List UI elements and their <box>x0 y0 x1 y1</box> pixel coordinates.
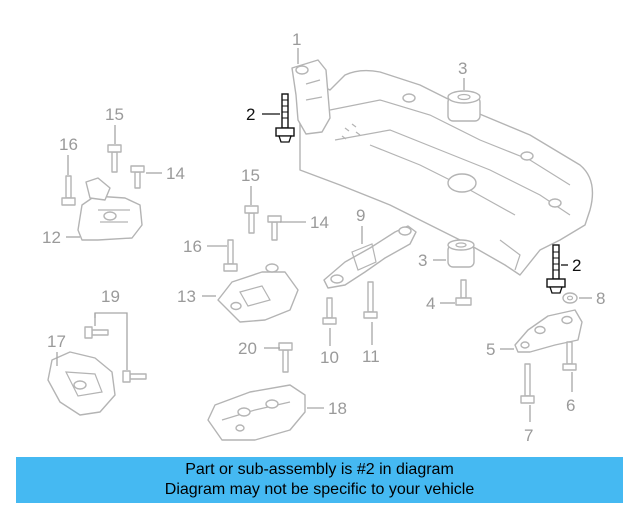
callout-9: 9 <box>356 206 365 225</box>
bolts-part-19 <box>84 326 147 383</box>
mount-part-17 <box>47 351 116 416</box>
callout-17: 17 <box>47 332 66 351</box>
callout-12: 12 <box>42 228 61 247</box>
callout-10: 10 <box>320 348 339 367</box>
subframe-crossmember <box>299 69 594 276</box>
bracket-part-18 <box>207 384 306 441</box>
callout-15-upper: 15 <box>105 105 124 124</box>
callout-14-upper: 14 <box>166 164 185 183</box>
callout-labels: 1 2 2 3 3 4 5 6 7 8 9 10 11 12 13 14 14 … <box>42 30 605 445</box>
callout-8: 8 <box>596 289 605 308</box>
fasteners-upper-group <box>61 144 145 206</box>
callout-11: 11 <box>362 347 380 366</box>
callout-13: 13 <box>177 287 196 306</box>
torque-rod-part-9 <box>323 225 417 289</box>
callout-16-middle: 16 <box>183 237 202 256</box>
bolt-part-4 <box>455 279 472 306</box>
bolt-part-2-left <box>275 93 295 143</box>
callout-16-upper: 16 <box>59 135 78 154</box>
callout-19: 19 <box>101 287 120 306</box>
washer-part-8 <box>562 292 578 304</box>
callout-20: 20 <box>238 339 257 358</box>
callout-6: 6 <box>566 396 575 415</box>
callout-4: 4 <box>426 294 435 313</box>
callout-14-middle: 14 <box>310 213 329 232</box>
callout-7: 7 <box>524 426 533 445</box>
callout-18: 18 <box>328 399 347 418</box>
bushing-part-3-lower <box>447 239 475 268</box>
parts-diagram: 1 2 2 3 3 4 5 6 7 8 9 10 11 12 13 14 14 … <box>42 30 605 445</box>
leader-lines <box>56 48 592 422</box>
bolt-part-6 <box>562 341 577 371</box>
bolt-part-20 <box>278 342 293 373</box>
bolt-part-7 <box>520 363 535 404</box>
callout-2-right: 2 <box>572 256 581 275</box>
callout-15-middle: 15 <box>241 166 260 185</box>
mount-part-13 <box>217 263 299 323</box>
bracket-part-1 <box>291 59 331 135</box>
banner-line-1: Part or sub-assembly is #2 in diagram <box>185 461 454 478</box>
callout-3-lower: 3 <box>418 251 427 270</box>
bolt-part-2-right <box>546 244 566 294</box>
callout-5: 5 <box>486 340 495 359</box>
bolt-part-10 <box>322 297 337 325</box>
bracket-part-5 <box>514 309 583 353</box>
fasteners-middle-group <box>223 205 282 272</box>
callout-1: 1 <box>292 30 301 49</box>
engine-mount-part-12 <box>77 177 143 241</box>
callout-2-left: 2 <box>246 105 255 124</box>
bushing-part-3-upper <box>447 90 481 122</box>
info-banner: Part or sub-assembly is #2 in diagram Di… <box>16 457 623 503</box>
bolt-part-11 <box>363 281 378 319</box>
banner-line-2: Diagram may not be specific to your vehi… <box>164 481 475 498</box>
callout-3-upper: 3 <box>458 59 467 78</box>
